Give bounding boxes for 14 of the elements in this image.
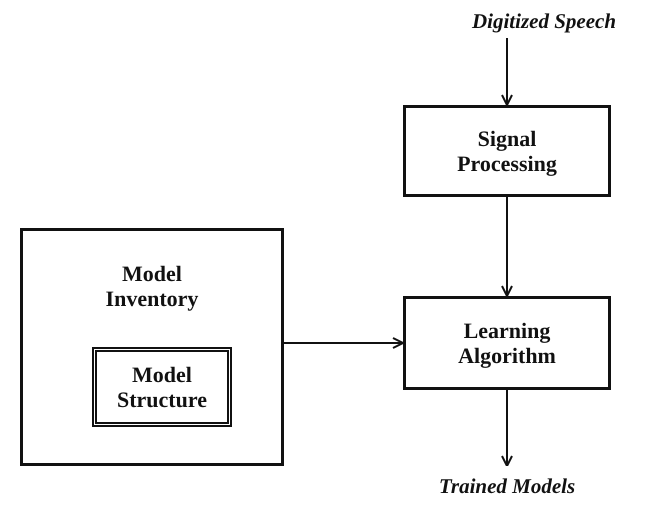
- text-label: Digitized Speech: [472, 8, 616, 34]
- process-box: [403, 105, 611, 197]
- inner-box: [92, 347, 232, 427]
- box-label: Learning Algorithm: [457, 318, 557, 368]
- arrow: [501, 38, 513, 106]
- container-box: [20, 228, 284, 466]
- arrow: [501, 197, 513, 297]
- box-label: Model Structure: [116, 362, 208, 412]
- box-label: Model Inventory: [104, 261, 200, 312]
- arrow: [501, 390, 513, 467]
- arrow: [284, 337, 404, 349]
- process-box: [403, 296, 611, 390]
- box-label: Signal Processing: [456, 126, 558, 176]
- text-label: Trained Models: [438, 474, 576, 498]
